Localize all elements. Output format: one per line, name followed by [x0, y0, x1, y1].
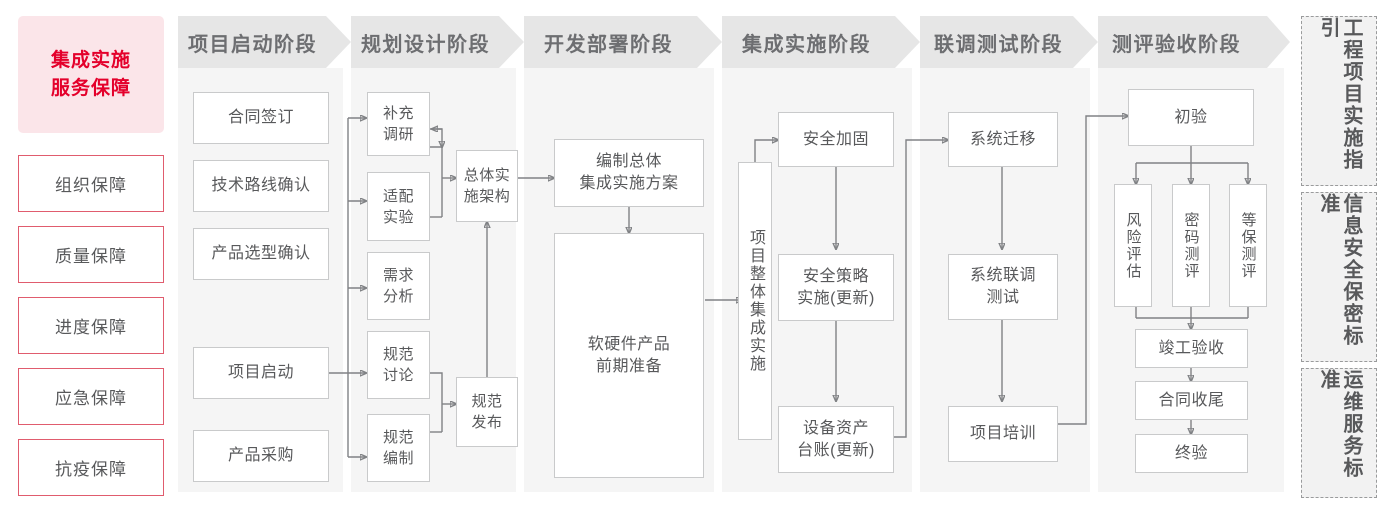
- node-label: 规范 讨论: [382, 346, 414, 384]
- phase-header-joint-test[interactable]: 联调测试阶段: [920, 16, 1090, 68]
- sidebar-item-quality[interactable]: 质量保障: [18, 226, 164, 283]
- standard-label: 运维服务标准: [1317, 369, 1362, 479]
- phase-header-label: 联调测试阶段: [934, 33, 1063, 56]
- phase-header-development[interactable]: 开发部署阶段: [524, 16, 709, 68]
- node-requirement-analysis[interactable]: 需求 分析: [367, 252, 430, 320]
- node-label: 项目培训: [969, 425, 1036, 442]
- node-label: 编制总体 集成实施方案: [579, 153, 679, 192]
- node-label: 风险评估: [1124, 211, 1142, 280]
- node-contract-signing[interactable]: 合同签订: [193, 92, 329, 144]
- node-preliminary-acceptance[interactable]: 初验: [1128, 89, 1254, 146]
- sidebar-item-label: 质量保障: [55, 247, 127, 266]
- node-label: 规范 编制: [382, 429, 414, 467]
- node-label: 合同收尾: [1158, 391, 1225, 409]
- node-overall-project-integration[interactable]: 项目整体集成实施: [738, 162, 772, 440]
- node-label: 竣工验收: [1158, 339, 1225, 357]
- sidebar-item-label: 进度保障: [55, 318, 127, 337]
- node-label: 终验: [1174, 444, 1208, 462]
- sidebar-title-box: 集成实施 服务保障: [18, 16, 164, 133]
- standard-label: 信息安全保密标准: [1317, 193, 1362, 347]
- node-contract-closeout[interactable]: 合同收尾: [1135, 381, 1248, 420]
- node-product-selection-confirm[interactable]: 产品选型确认: [193, 228, 329, 280]
- sidebar-item-schedule[interactable]: 进度保障: [18, 297, 164, 354]
- node-label: 初验: [1174, 108, 1208, 126]
- phase-header-label: 规划设计阶段: [361, 33, 490, 56]
- node-equipment-asset-ledger[interactable]: 设备资产 台账(更新): [778, 406, 894, 473]
- node-label: 系统联调 测试: [969, 267, 1036, 306]
- phase-header-acceptance[interactable]: 测评验收阶段: [1098, 16, 1278, 68]
- node-project-training[interactable]: 项目培训: [948, 406, 1058, 462]
- node-label: 规范 发布: [471, 393, 503, 431]
- phase-header-integration[interactable]: 集成实施阶段: [722, 16, 907, 68]
- node-label: 产品采购: [227, 447, 294, 464]
- node-label: 补充 调研: [382, 105, 414, 143]
- sidebar-item-label: 抗疫保障: [55, 460, 127, 479]
- node-label: 需求 分析: [382, 267, 414, 305]
- node-label: 安全策略 实施(更新): [797, 267, 875, 307]
- phase-header-label: 开发部署阶段: [544, 33, 673, 56]
- phase-header-label: 测评验收阶段: [1112, 33, 1241, 56]
- node-completion-acceptance[interactable]: 竣工验收: [1135, 329, 1248, 368]
- sidebar-item-label: 应急保障: [55, 389, 127, 408]
- node-label: 项目整体集成实施: [747, 229, 764, 373]
- node-cryptography-evaluation[interactable]: 密码测评: [1172, 184, 1210, 307]
- node-label: 安全加固: [802, 130, 869, 148]
- node-label: 合同签订: [227, 109, 294, 126]
- node-draft-overall-integration-plan[interactable]: 编制总体 集成实施方案: [554, 139, 704, 207]
- phase-header-planning[interactable]: 规划设计阶段: [351, 16, 511, 68]
- node-product-procurement[interactable]: 产品采购: [193, 430, 329, 482]
- node-spec-release[interactable]: 规范 发布: [456, 377, 518, 447]
- node-tech-route-confirm[interactable]: 技术路线确认: [193, 160, 329, 212]
- node-mlps-evaluation[interactable]: 等保测评: [1229, 184, 1267, 307]
- node-supplementary-research[interactable]: 补充 调研: [367, 92, 430, 156]
- node-risk-assessment[interactable]: 风险评估: [1114, 184, 1152, 307]
- sidebar-item-organization[interactable]: 组织保障: [18, 155, 164, 212]
- node-security-policy-implementation[interactable]: 安全策略 实施(更新): [778, 254, 894, 321]
- node-label: 适配 实验: [382, 187, 414, 226]
- node-label: 软硬件产品 前期准备: [587, 335, 671, 375]
- node-spec-discussion[interactable]: 规范 讨论: [367, 331, 430, 399]
- standard-label: 工程项目实施指引: [1317, 17, 1362, 171]
- node-overall-implementation-architecture[interactable]: 总体实 施架构: [456, 150, 518, 222]
- node-label: 产品选型确认: [211, 245, 311, 262]
- node-spec-drafting[interactable]: 规范 编制: [367, 414, 430, 482]
- standard-engineering-project-implementation-guide[interactable]: 工程项目实施指引: [1301, 16, 1377, 186]
- node-system-joint-debug-test[interactable]: 系统联调 测试: [948, 254, 1058, 320]
- node-label: 项目启动: [227, 364, 294, 381]
- standard-information-security-confidentiality[interactable]: 信息安全保密标准: [1301, 192, 1377, 362]
- node-system-migration[interactable]: 系统迁移: [948, 112, 1058, 167]
- node-final-acceptance[interactable]: 终验: [1135, 434, 1248, 473]
- sidebar-item-emergency[interactable]: 应急保障: [18, 368, 164, 425]
- node-label: 系统迁移: [969, 130, 1036, 148]
- node-label: 技术路线确认: [211, 177, 311, 194]
- node-label: 密码测评: [1182, 211, 1200, 280]
- phase-header-label: 集成实施阶段: [742, 33, 871, 56]
- node-project-kickoff[interactable]: 项目启动: [193, 347, 329, 399]
- sidebar-item-epidemic[interactable]: 抗疫保障: [18, 439, 164, 496]
- node-hw-sw-product-preparation[interactable]: 软硬件产品 前期准备: [554, 233, 704, 478]
- node-security-hardening[interactable]: 安全加固: [778, 112, 894, 167]
- sidebar-item-label: 组织保障: [55, 176, 127, 195]
- node-adaptation-experiment[interactable]: 适配 实验: [367, 172, 430, 241]
- sidebar-title-line-1: 集成实施: [50, 49, 131, 71]
- node-label: 设备资产 台账(更新): [797, 419, 875, 459]
- standard-operations-service[interactable]: 运维服务标准: [1301, 368, 1377, 498]
- node-label: 总体实 施架构: [463, 167, 511, 205]
- phase-header-startup[interactable]: 项目启动阶段: [178, 16, 338, 68]
- phase-header-label: 项目启动阶段: [188, 33, 317, 56]
- node-label: 等保测评: [1239, 211, 1257, 280]
- sidebar-title-line-2: 服务保障: [50, 77, 131, 99]
- phase-header-chevrons: [178, 16, 1290, 68]
